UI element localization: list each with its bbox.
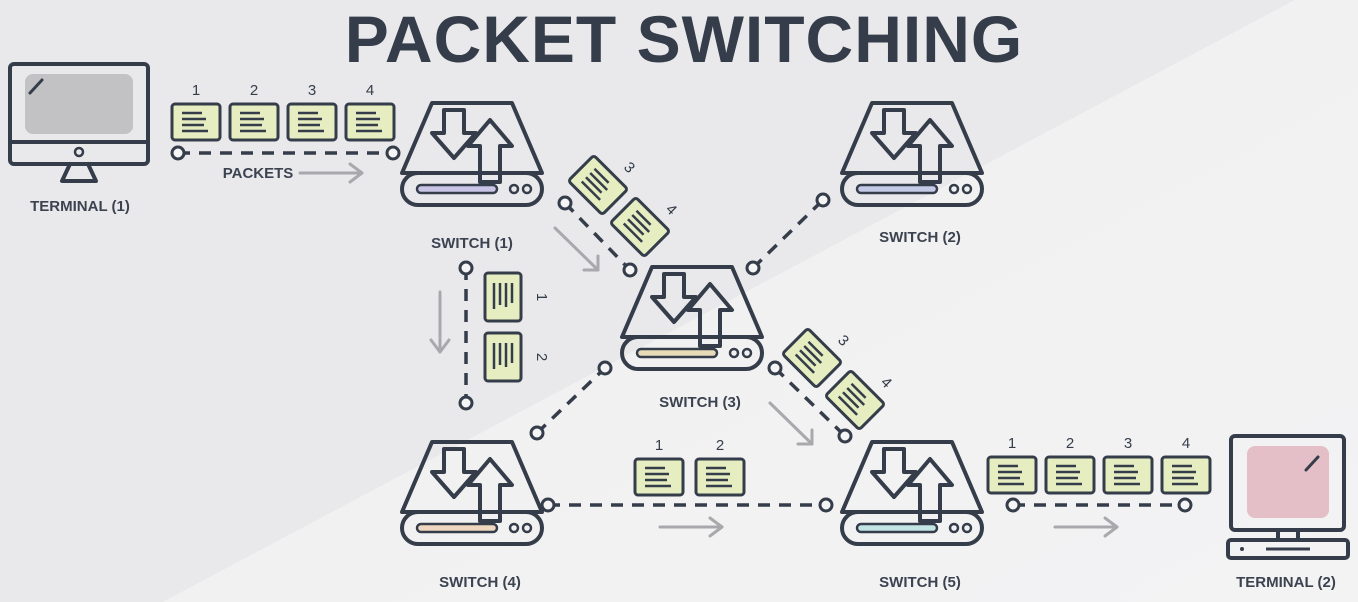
arrow-right-icon [298,162,364,184]
packet-number: 2 [1066,435,1074,452]
packet [1102,455,1154,495]
packet-number: 4 [662,201,680,219]
packet [608,195,672,259]
packet [780,326,844,390]
link-s4-s3 [535,366,607,435]
packets-label: PACKETS [223,165,294,182]
flow-arrows [298,162,1119,538]
packet [483,331,523,383]
arrow-down-icon [429,290,451,354]
connection-dots [170,145,1193,513]
packet [566,153,630,217]
packet-number: 3 [834,332,852,350]
packet [228,102,280,142]
computer-monitor-icon [8,62,150,183]
arrow-right-icon [658,516,724,538]
packet [344,102,396,142]
switch-3 [620,265,764,371]
switch-4-label: SWITCH (4) [439,574,521,591]
switch-4 [400,440,544,546]
terminal-2: TERMINAL (2) [1226,434,1350,591]
packets-s3-s5: 3 4 [780,326,895,432]
packet [1160,455,1212,495]
packet-number: 2 [250,82,258,99]
packet [1044,455,1096,495]
packet-number: 4 [1182,435,1190,452]
packet-number: 3 [308,82,316,99]
switch-3-label: SWITCH (3) [659,394,741,411]
arrow-right-icon [1053,516,1119,538]
screen-1 [25,74,133,134]
packet [633,457,685,497]
terminal-2-label: TERMINAL (2) [1236,574,1336,591]
packet-number: 3 [1124,435,1132,452]
packet [286,102,338,142]
packets-s1-s4: 1 2 [483,271,550,383]
packets-s4-s5: 1 2 [633,437,746,497]
arrow-diagonal-icon [768,401,814,446]
link-s1-s3 [563,201,632,272]
connections [178,151,1185,507]
link-s3-s2 [751,198,825,270]
terminal-1: TERMINAL (1) [8,62,150,215]
packet [823,368,887,432]
packet-number: 2 [716,437,724,454]
link-s3-s5 [773,366,847,438]
arrow-diagonal-icon [553,226,600,272]
packet [694,457,746,497]
terminal-1-label: TERMINAL (1) [30,198,130,215]
packets-s1-s3: 3 4 [566,153,680,259]
packet [170,102,222,142]
packet-number: 1 [192,82,200,99]
switch-2-label: SWITCH (2) [879,229,961,246]
packet-number: 4 [366,82,374,99]
packet [483,271,523,323]
screen-2 [1247,446,1329,518]
packet-number: 2 [533,353,550,361]
packets-t1-s1: 1 2 3 4 PACKETS [170,82,396,182]
packet [986,455,1038,495]
page-title: PACKET SWITCHING [345,2,1023,76]
packet-number: 1 [1008,435,1016,452]
switch-5-label: SWITCH (5) [879,574,961,591]
switch-1-label: SWITCH (1) [431,235,513,252]
packet-number: 1 [533,293,550,301]
packet-number: 4 [877,374,895,392]
switch-2 [840,101,984,207]
switch-1 [400,101,544,207]
packet-number: 3 [620,159,638,177]
computer-monitor-icon [1226,434,1350,560]
packet-number: 1 [655,437,663,454]
packets-s5-t2: 1 2 3 4 [986,435,1212,495]
switch-5 [840,440,984,546]
